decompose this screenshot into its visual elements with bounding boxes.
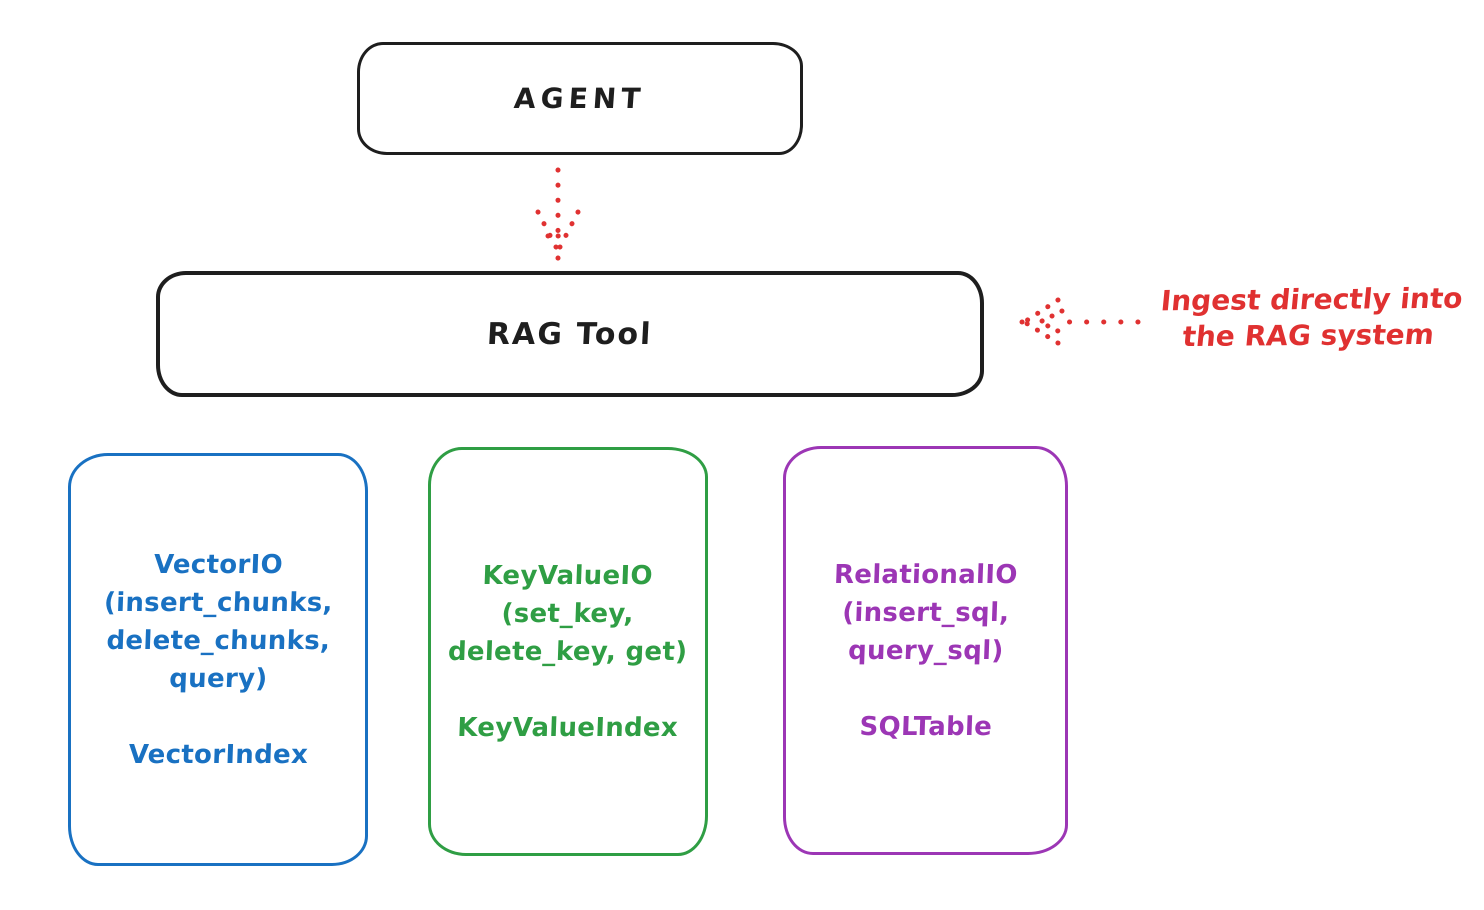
agent-to-rag-dotted-arrow	[535, 167, 581, 261]
ingest-annotation: Ingest directly into the RAG system	[1136, 281, 1483, 356]
relational-io-index-label: SQLTable	[858, 711, 993, 742]
keyvalue-io-title-line: (set_key,	[501, 598, 635, 629]
vector-io-title-line: VectorIO	[152, 549, 284, 580]
relational-io-text: RelationalIO (insert_sql, query_sql) SQL…	[833, 556, 1018, 746]
vector-io-title-line: query)	[168, 663, 268, 694]
keyvalue-io-title-line: KeyValueIO	[482, 560, 654, 591]
vector-io-index-label: VectorIndex	[127, 739, 309, 770]
keyvalue-io-text: KeyValueIO (set_key, delete_key, get) Ke…	[447, 557, 689, 747]
vector-io-title-line: (insert_chunks,	[103, 587, 333, 618]
relational-io-box: RelationalIO (insert_sql, query_sql) SQL…	[783, 446, 1068, 855]
relational-io-title-line: (insert_sql,	[841, 597, 1010, 628]
keyvalue-io-index-label: KeyValueIndex	[457, 712, 679, 743]
ingest-annotation-line1: Ingest directly into	[1159, 281, 1465, 318]
rag-tool-label: RAG Tool	[486, 316, 654, 352]
keyvalue-io-title-line: delete_key, get)	[447, 636, 689, 667]
agent-box: AGENT	[357, 42, 803, 155]
rag-tool-box: RAG Tool	[156, 271, 984, 397]
ingest-annotation-line2: the RAG system	[1181, 317, 1436, 354]
vector-io-text: VectorIO (insert_chunks, delete_chunks, …	[103, 546, 333, 774]
vector-io-title-line: delete_chunks,	[105, 625, 331, 656]
keyvalue-io-box: KeyValueIO (set_key, delete_key, get) Ke…	[428, 447, 708, 856]
ingest-dotted-arrow	[1019, 297, 1141, 346]
vector-io-box: VectorIO (insert_chunks, delete_chunks, …	[68, 453, 368, 866]
agent-label: AGENT	[513, 82, 647, 115]
relational-io-title-line: RelationalIO	[833, 559, 1018, 590]
relational-io-title-line: query_sql)	[847, 635, 1004, 666]
